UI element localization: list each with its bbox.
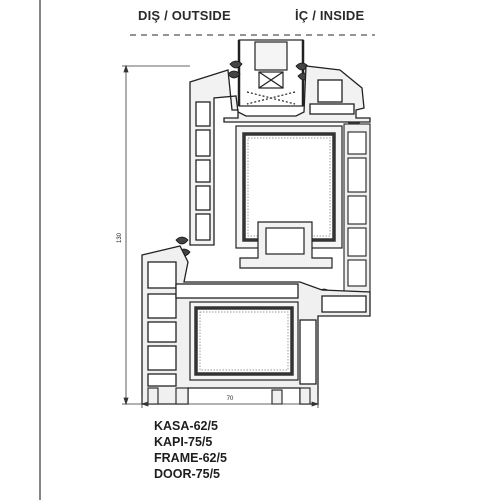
label-kapi: KAPI-75/5 <box>154 435 213 449</box>
upper-sash-profile <box>189 65 371 246</box>
label-frame: FRAME-62/5 <box>154 451 227 465</box>
label-door: DOOR-75/5 <box>154 467 220 481</box>
height-dimension-label: 130 <box>117 232 123 243</box>
lower-reinforcement <box>189 301 299 381</box>
width-dimension-label: 70 <box>227 396 234 402</box>
width-dimension <box>140 396 320 408</box>
bottom-feet <box>147 387 311 405</box>
outside-label: DIŞ / OUTSIDE <box>138 8 231 23</box>
glazing-insert <box>237 39 305 107</box>
right-frame-chambers <box>343 123 371 293</box>
mid-connector <box>239 221 333 269</box>
inside-label: İÇ / INSIDE <box>295 8 365 23</box>
label-kasa: KASA-62/5 <box>154 419 218 433</box>
height-dimension <box>122 64 190 406</box>
product-labels: KASA-62/5 KAPI-75/5 FRAME-62/5 DOOR-75/5 <box>154 418 227 482</box>
